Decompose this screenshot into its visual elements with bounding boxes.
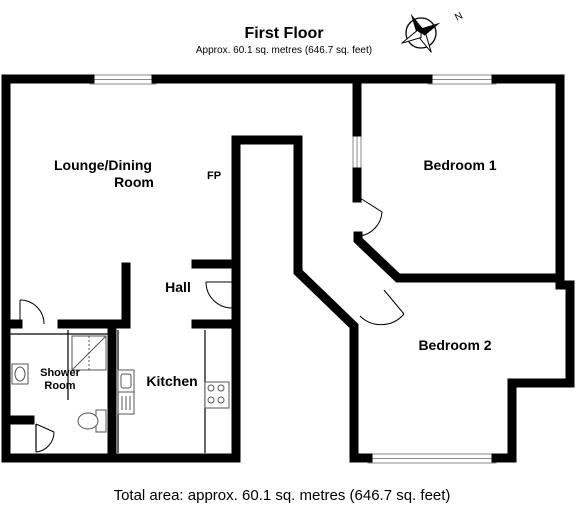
room-label-lounge: Lounge/Dining: [54, 157, 152, 173]
room-label-shower-2: Room: [44, 380, 75, 392]
total-area: Total area: approx. 60.1 sq. metres (646…: [114, 487, 451, 504]
room-label-kitchen: Kitchen: [146, 373, 197, 389]
compass-north-label: N: [453, 11, 465, 24]
fixtures: [11, 335, 230, 433]
walls: [1, 74, 575, 463]
compass-icon: N: [401, 11, 465, 53]
door-bedroom2: [383, 289, 405, 315]
hob-icon: [204, 381, 230, 409]
room-label-bedroom1: Bedroom 1: [423, 157, 496, 173]
door-bedroom1: [359, 197, 383, 213]
doors: [19, 197, 405, 453]
plan-subtitle: Approx. 60.1 sq. metres (646.7 sq. feet): [196, 45, 372, 56]
toilet-icon: [77, 409, 107, 433]
fireplace-label: FP: [207, 170, 221, 182]
plan-title: First Floor: [244, 25, 323, 42]
room-label-hall: Hall: [165, 279, 191, 295]
windows: [89, 74, 497, 464]
room-label-lounge-2: Room: [114, 174, 154, 190]
room-label-bedroom2: Bedroom 2: [418, 337, 491, 353]
door-cupboard: [35, 423, 55, 433]
room-label-shower: Shower: [40, 367, 80, 379]
